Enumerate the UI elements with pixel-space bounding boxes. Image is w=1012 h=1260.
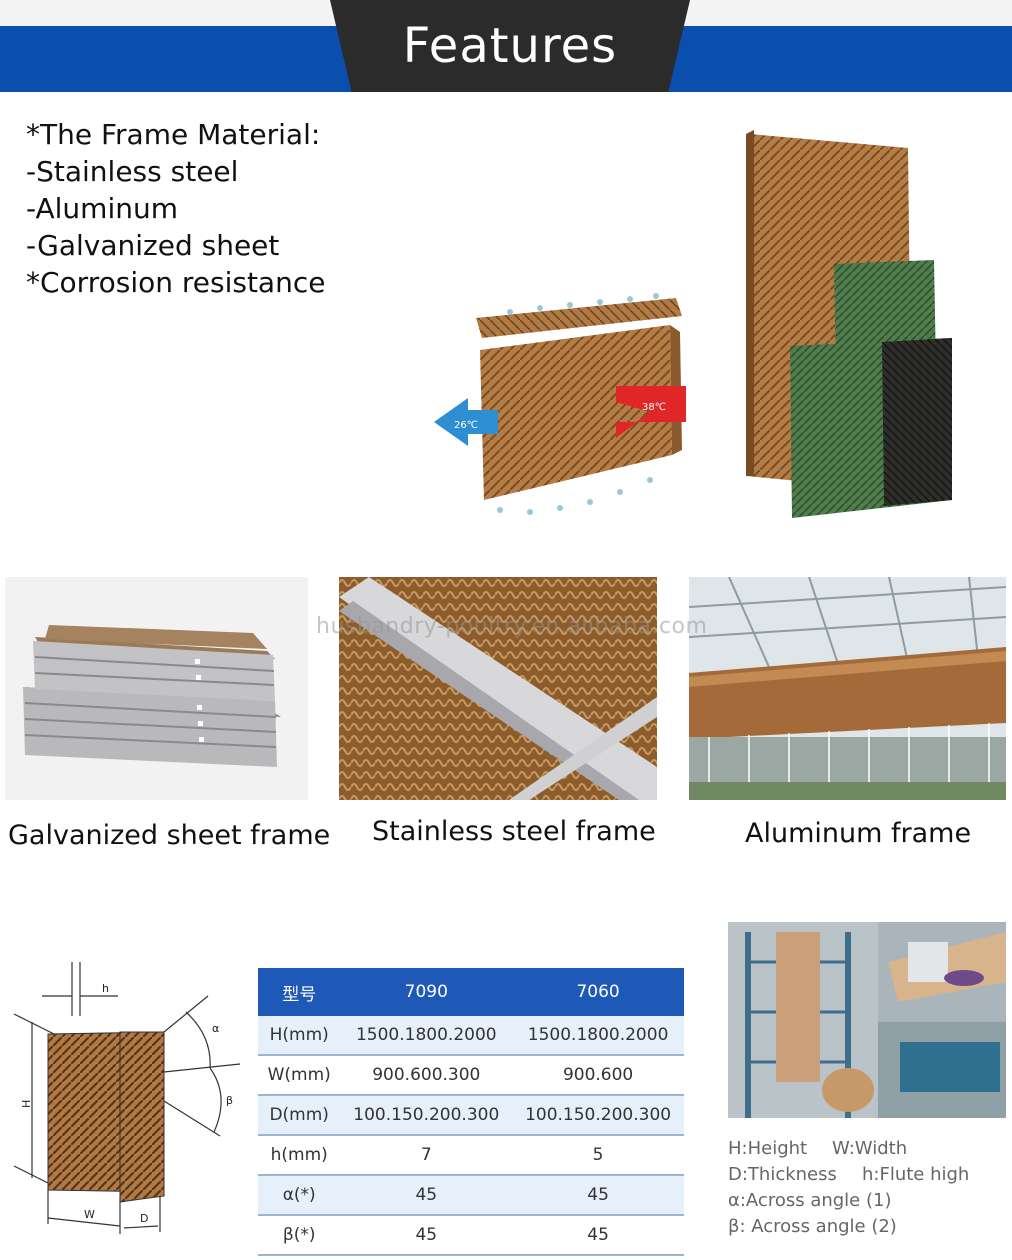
table-cell: h(mm) — [258, 1135, 341, 1176]
legend-beta: β: Across angle (2) — [728, 1216, 897, 1237]
diagram-label-H: H — [20, 1100, 33, 1108]
table-cell: 7 — [340, 1135, 513, 1176]
diagram-label-alpha: α — [212, 1022, 219, 1035]
caption-aluminum: Aluminum frame — [745, 818, 972, 849]
stainless-frame-photo — [339, 577, 657, 800]
cool-air-arrow-icon — [434, 398, 498, 446]
table-cell: H(mm) — [258, 1016, 341, 1056]
table-row: D(mm) 100.150.200.300 100.150.200.300 — [258, 1095, 684, 1136]
table-cell: α(*) — [258, 1175, 341, 1216]
cooling-pad-illustration: 26℃ 38℃ — [434, 130, 952, 518]
diagram-label-beta: β — [226, 1094, 233, 1107]
hot-air-arrow-icon — [616, 386, 686, 438]
table-cell: 900.600 — [512, 1055, 684, 1096]
table-cell: 900.600.300 — [340, 1055, 513, 1096]
legend-alpha: α:Across angle (1) — [728, 1190, 892, 1211]
feature-item: -Aluminum — [26, 192, 178, 225]
table-cell: 1500.1800.2000 — [340, 1016, 513, 1056]
feature-item: -Galvanized sheet — [26, 229, 280, 262]
galvanized-frame-photo — [5, 577, 308, 800]
diagram-label-D: D — [140, 1212, 148, 1225]
legend-flute: h:Flute high — [862, 1164, 970, 1185]
header-tab — [330, 0, 690, 92]
legend-width: W:Width — [832, 1138, 908, 1159]
table-cell: 100.150.200.300 — [512, 1095, 684, 1136]
pad-dimension-diagram: h α β H W D — [13, 962, 241, 1234]
page-title: Features — [402, 18, 618, 74]
table-row: H(mm) 1500.1800.2000 1500.1800.2000 — [258, 1016, 684, 1056]
black-pad — [882, 338, 952, 506]
feature-item: *The Frame Material: — [26, 118, 321, 151]
watermark: husbandry-poultry.en.alibaba.com — [316, 614, 708, 639]
table-header-cell: 7060 — [512, 968, 684, 1016]
table-header-cell: 型号 — [258, 968, 341, 1016]
table-cell: 45 — [340, 1215, 513, 1256]
outlet-temp: 26℃ — [454, 420, 478, 431]
table-cell: 5 — [512, 1135, 684, 1176]
legend-height: H:Height — [728, 1138, 808, 1159]
table-cell: β(*) — [258, 1215, 341, 1256]
table-header-row: 型号 7090 7060 — [258, 968, 684, 1016]
table-cell: 100.150.200.300 — [340, 1095, 513, 1136]
legend-thickness: D:Thickness — [728, 1164, 837, 1185]
table-cell: 45 — [512, 1175, 684, 1216]
legend-row: D:Thickness h:Flute high — [728, 1162, 969, 1188]
inlet-temp: 38℃ — [642, 402, 666, 413]
feature-item: -Stainless steel — [26, 155, 239, 188]
diagram-label-W: W — [84, 1208, 95, 1221]
pad-top-slice — [476, 298, 682, 338]
table-row: h(mm) 7 5 — [258, 1135, 684, 1176]
caption-stainless: Stainless steel frame — [372, 816, 656, 847]
feature-list: *The Frame Material: -Stainless steel -A… — [26, 116, 325, 301]
factory-photo — [728, 922, 1006, 1118]
table-cell: 45 — [340, 1175, 513, 1216]
table-cell: 1500.1800.2000 — [512, 1016, 684, 1056]
table-header-cell: 7090 — [340, 968, 513, 1016]
table-cell: 45 — [512, 1215, 684, 1256]
table-cell: W(mm) — [258, 1055, 341, 1096]
pad-airflow-graphic: 26℃ 38℃ — [434, 293, 686, 515]
pad-body — [480, 325, 672, 500]
water-drops — [497, 293, 659, 515]
aluminum-frame-photo — [689, 577, 1006, 800]
spec-table: 型号 7090 7060 H(mm) 1500.1800.2000 1500.1… — [258, 968, 684, 1256]
pad-stack-graphic — [746, 130, 952, 518]
feature-item: *Corrosion resistance — [26, 266, 326, 299]
caption-galvanized: Galvanized sheet frame — [8, 820, 331, 851]
table-row: β(*) 45 45 — [258, 1215, 684, 1256]
table-cell: D(mm) — [258, 1095, 341, 1136]
table-row: α(*) 45 45 — [258, 1175, 684, 1216]
legend-row: H:Height W:Width — [728, 1136, 969, 1162]
table-row: W(mm) 900.600.300 900.600 — [258, 1055, 684, 1096]
diagram-label-h: h — [102, 982, 109, 995]
